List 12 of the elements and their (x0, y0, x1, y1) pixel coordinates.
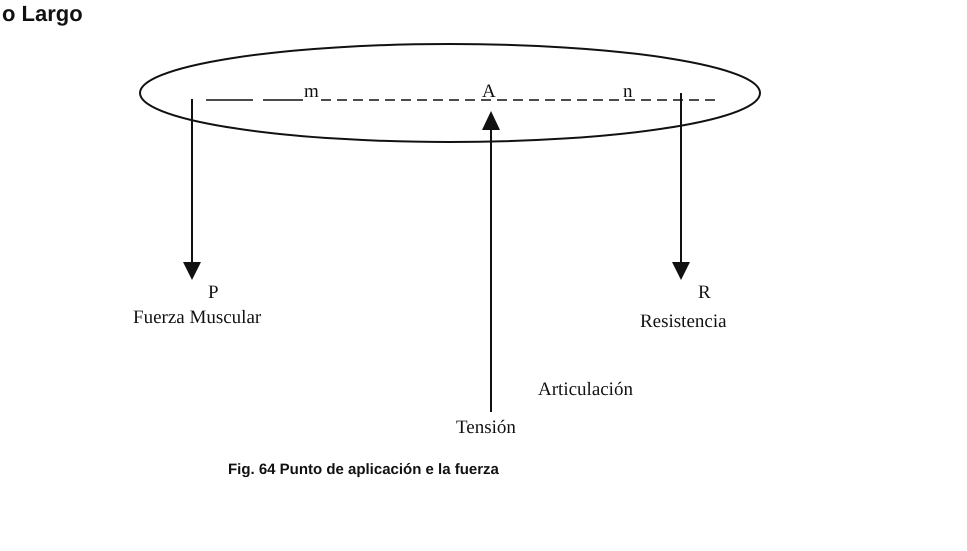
force-name: Tensión (456, 418, 516, 437)
heading: o Largo (2, 3, 83, 25)
force-name: Resistencia (640, 312, 727, 331)
point-label: A (482, 82, 496, 101)
point-label: n (623, 82, 632, 101)
force-name: Fuerza Muscular (133, 308, 262, 327)
force-name: Articulación (538, 380, 633, 399)
force-label: R (698, 283, 711, 302)
figure-caption: Fig. 64 Punto de aplicación e la fuerza (228, 462, 499, 477)
bone-ellipse (138, 42, 762, 144)
force-label: P (208, 283, 219, 302)
point-label: m (304, 82, 319, 101)
